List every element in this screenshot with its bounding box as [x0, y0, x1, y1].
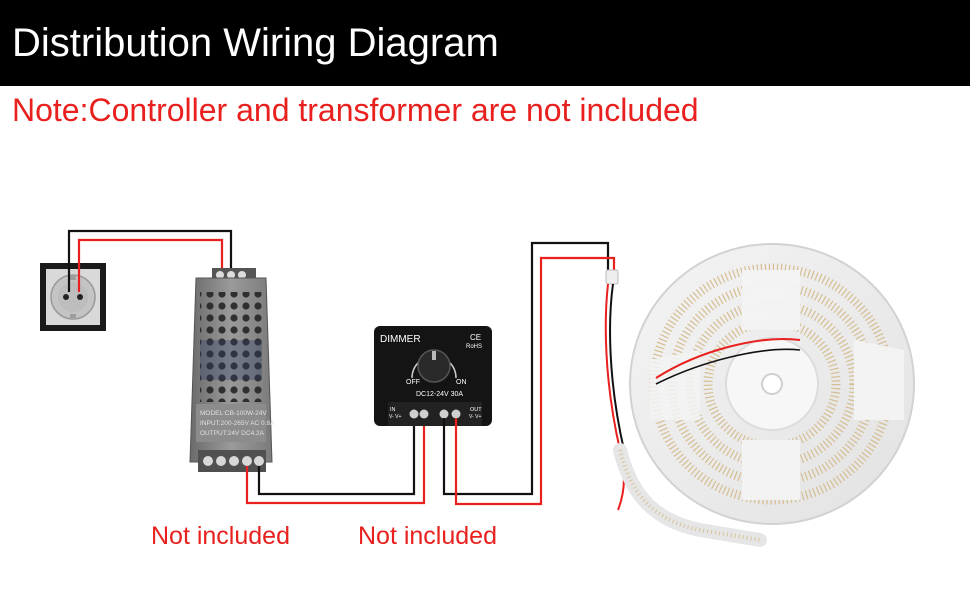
dimmer-off-label: OFF: [406, 379, 420, 386]
dc-output-wires: [442, 241, 616, 506]
psu-not-included-caption: Not included: [151, 522, 290, 550]
dimmer-in-label: IN: [390, 407, 396, 413]
dimmer-title: DIMMER: [380, 334, 421, 345]
psu-input-label: INPUT:200-265V AC 0.8A: [200, 420, 275, 427]
psu-output-label: OUTPUT:24V DC4.2A: [200, 430, 265, 437]
dimmer-not-included-caption: Not included: [358, 522, 497, 550]
dc-input-wires: [245, 420, 426, 505]
mains-wires: [67, 229, 233, 292]
led-strip-reel: [604, 243, 915, 547]
dimmer-in-terminals: V- V+: [389, 414, 401, 420]
page-title: Distribution Wiring Diagram: [12, 21, 499, 65]
dimmer-ce-mark: CE: [470, 333, 481, 342]
psu-model-label: MODEL:CB-100W-24V: [200, 410, 267, 417]
power-supply: MODEL:CB-100W-24V INPUT:200-265V AC 0.8A…: [189, 268, 275, 472]
wall-socket: [40, 263, 106, 331]
dimmer-rating: DC12-24V 30A: [416, 391, 463, 398]
dimmer-controller: DIMMER CE RoHS OFF ON DC12-24V 30A IN V-…: [374, 326, 492, 426]
header-bar: Distribution Wiring Diagram: [0, 0, 970, 86]
dimmer-out-terminals: V- V+: [469, 414, 481, 420]
dimmer-on-label: ON: [456, 379, 467, 386]
note-text: Note:Controller and transformer are not …: [12, 92, 699, 128]
dimmer-rohs-mark: RoHS: [466, 344, 482, 350]
dimmer-knob: [417, 349, 451, 383]
dimmer-out-label: OUT: [470, 407, 482, 413]
